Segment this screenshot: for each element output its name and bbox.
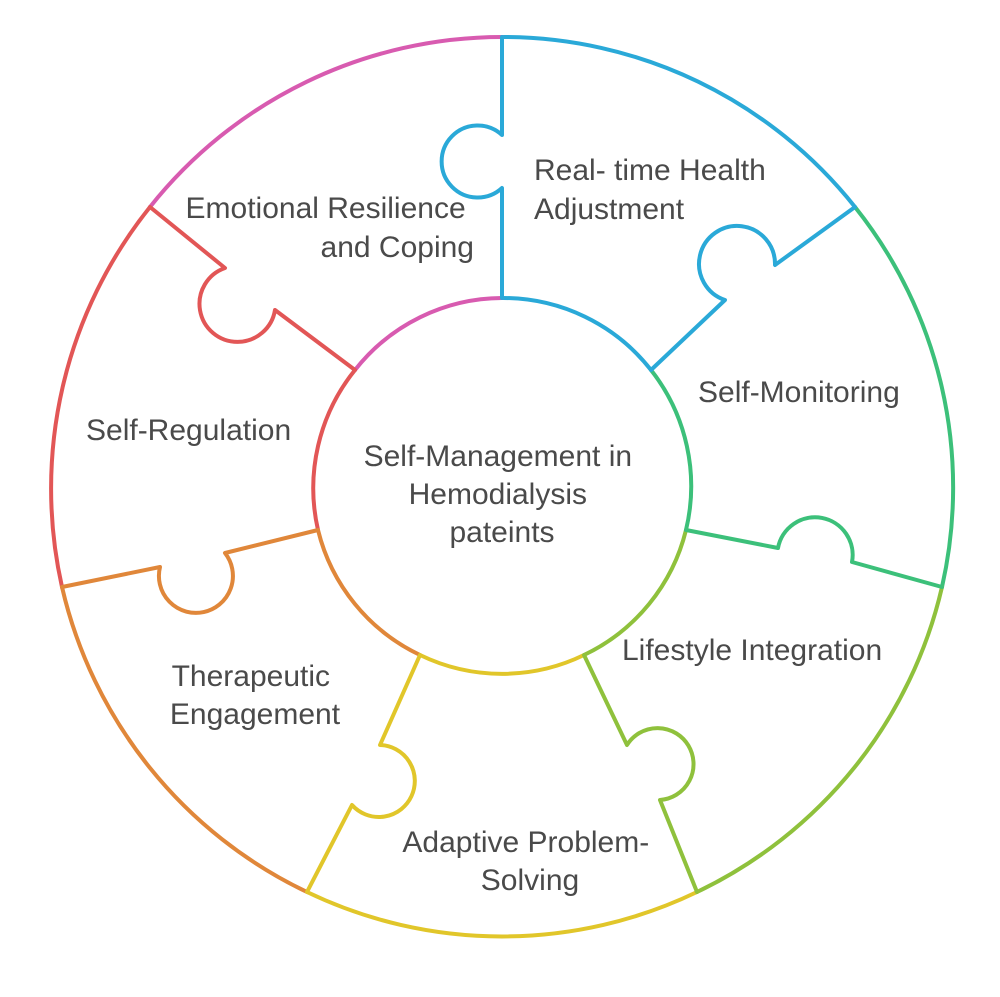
inner-arc-lifestyle bbox=[582, 528, 688, 657]
segment-label-emotional-line-2: and Coping bbox=[321, 231, 474, 264]
connector-lower-left bbox=[305, 653, 422, 894]
segment-label-realtime: Real- time Health Adjustment bbox=[534, 154, 774, 226]
segment-label-adaptive-line-2: Solving bbox=[481, 864, 579, 897]
segment-label-lifestyle: Lifestyle Integration bbox=[622, 634, 882, 667]
segment-label-selfmonitoring-line-1: Self-Monitoring bbox=[698, 376, 900, 409]
center-label-line-1: Self-Management in bbox=[364, 440, 632, 473]
inner-arc-realtime bbox=[500, 295, 653, 372]
segment-label-selfmonitoring: Self-Monitoring bbox=[698, 376, 900, 409]
segment-label-adaptive-line-1: Adaptive Problem- bbox=[402, 826, 649, 859]
inner-arc-adaptive bbox=[418, 653, 586, 676]
center-label: Self-Management in Hemodialysis pateints bbox=[364, 440, 641, 549]
connector-right bbox=[684, 515, 944, 589]
connector-top bbox=[439, 35, 504, 300]
segment-label-realtime-line-1: Real- time Health bbox=[534, 154, 766, 187]
outer-arc-lifestyle bbox=[695, 585, 944, 894]
connector-upper-left bbox=[148, 205, 357, 372]
connector-lower-right bbox=[582, 653, 699, 894]
segment-label-realtime-line-2: Adjustment bbox=[534, 193, 685, 226]
connector-upper-right bbox=[649, 205, 857, 372]
segment-label-therapeutic-line-2: Engagement bbox=[170, 698, 341, 731]
outer-arc-therapeutic bbox=[60, 585, 309, 894]
inner-arc-selfmonitoring bbox=[649, 368, 694, 532]
inner-arc-selfregulation bbox=[311, 368, 357, 532]
outer-arc-selfmonitoring bbox=[853, 205, 956, 589]
connector-left bbox=[60, 528, 320, 615]
segment-label-therapeutic-line-1: Therapeutic bbox=[172, 660, 330, 693]
outer-arc-selfregulation bbox=[49, 205, 152, 589]
inner-arc-therapeutic bbox=[316, 528, 422, 657]
inner-arc-emotional bbox=[353, 296, 504, 372]
segment-label-emotional: Emotional Resilience and Coping bbox=[186, 192, 474, 264]
segment-label-selfregulation: Self-Regulation bbox=[86, 414, 291, 447]
outer-arc-realtime bbox=[500, 34, 857, 209]
segment-label-therapeutic: Therapeutic Engagement bbox=[170, 660, 341, 731]
outer-arc-adaptive bbox=[305, 890, 699, 939]
segment-label-lifestyle-line-1: Lifestyle Integration bbox=[622, 634, 882, 667]
outer-arc-emotional bbox=[148, 35, 504, 209]
segment-label-adaptive: Adaptive Problem- Solving bbox=[402, 826, 657, 897]
segment-label-selfregulation-line-1: Self-Regulation bbox=[86, 414, 291, 447]
segment-label-emotional-line-1: Emotional Resilience bbox=[186, 192, 466, 225]
center-label-line-3: pateints bbox=[449, 516, 554, 549]
center-label-line-2: Hemodialysis bbox=[409, 478, 587, 511]
